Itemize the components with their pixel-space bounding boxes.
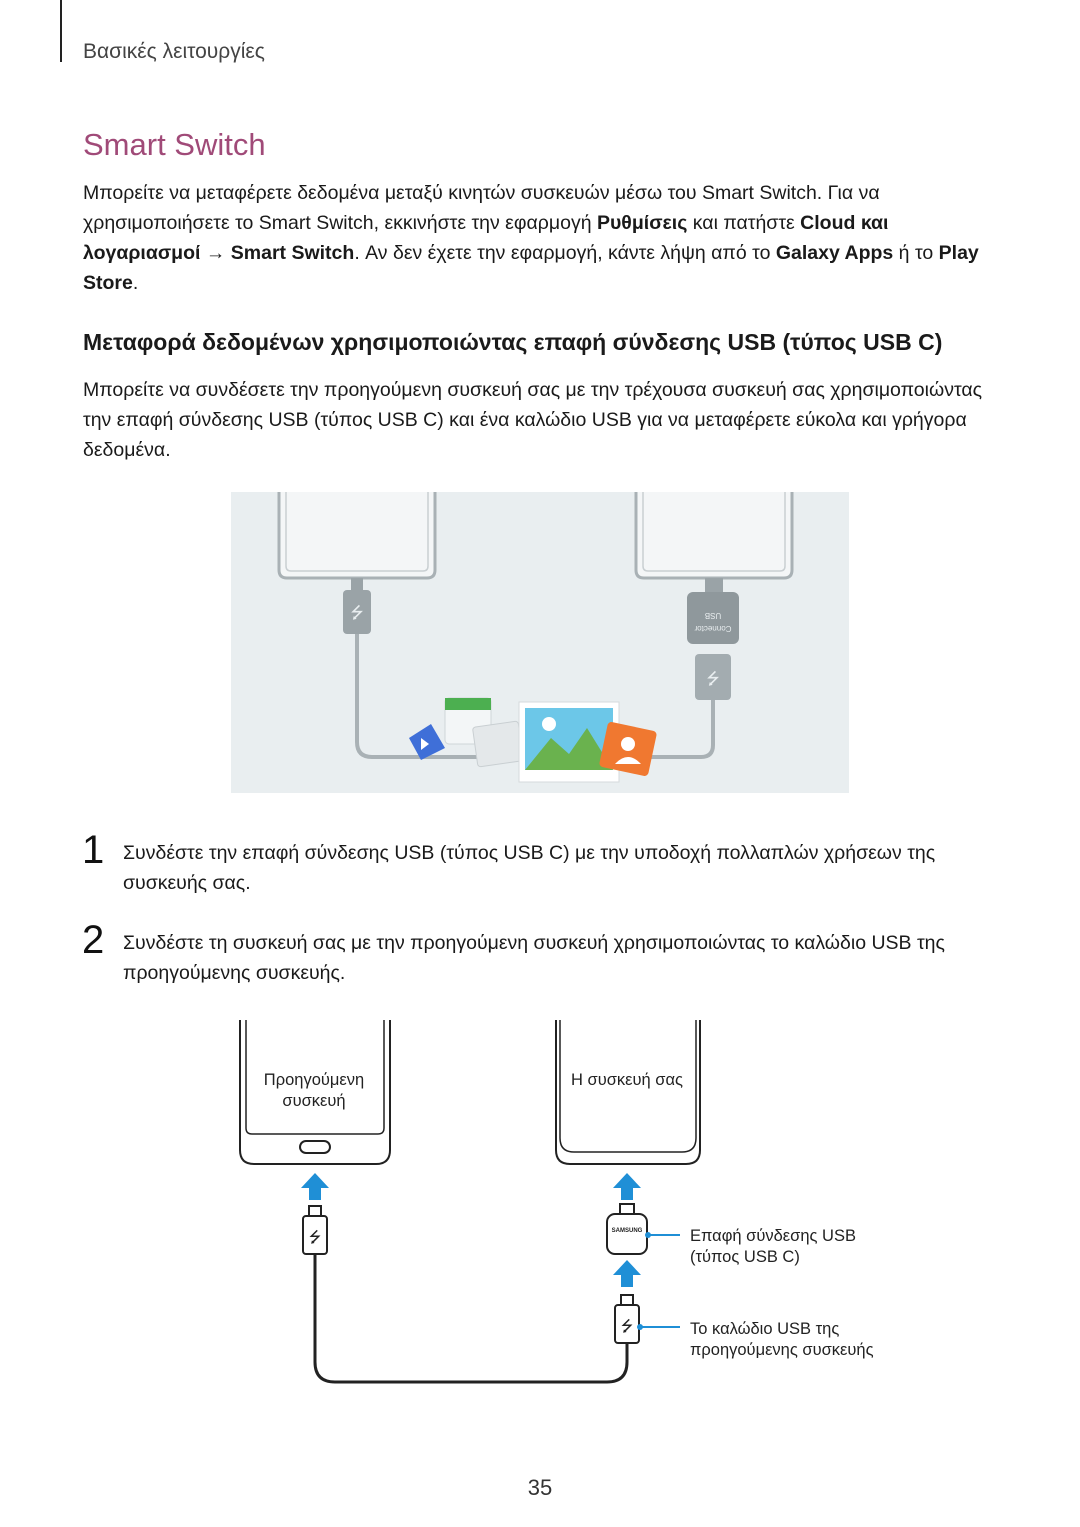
step-number: 2 [82, 918, 105, 962]
text-run: . [132, 272, 139, 294]
your-device-screen [559, 1020, 697, 1153]
description-line-3: δεδομένα. [83, 439, 171, 461]
intro-line-1: Μπορείτε να μεταφέρετε δεδομένα μεταξύ κ… [83, 182, 880, 204]
contact-icon-head [621, 737, 635, 751]
step-text-line: Συνδέστε τη συσκευή σας με την προηγούμε… [123, 932, 945, 954]
step-text: Συνδέστε τη συσκευή σας με την προηγούμε… [123, 928, 983, 988]
page-number: 35 [527, 1475, 553, 1500]
description-line-2: την επαφή σύνδεσης USB (τύπος USB C) και… [83, 409, 967, 431]
intro-paragraph: Μπορείτε να μεταφέρετε δεδομένα μεταξύ κ… [83, 178, 1003, 298]
section-name: Βασικές λειτουργίες [83, 40, 265, 63]
new-phone-usb-plug [695, 654, 731, 700]
usb-icon: ⭍ [309, 1228, 322, 1246]
menu-path-smart-switch: Smart Switch [230, 242, 355, 264]
settings-app-name: Ρυθμίσεις [596, 212, 688, 234]
connector-callout-label: Επαφή σύνδεσης USB [690, 1227, 856, 1245]
document-icon-header [445, 698, 491, 710]
cable-callout-label: προηγούμενης συσκευής [690, 1341, 874, 1359]
section-subheading: Μεταφορά δεδομένων χρησιμοποιώντας επαφή… [83, 329, 943, 355]
arrow-up-icon [613, 1260, 641, 1287]
photo-icon-hills [525, 728, 613, 770]
connector-label: USB [705, 611, 721, 620]
intro-line-2: χρησιμοποιήσετε το Smart Switch, εκκινήσ… [83, 208, 1003, 238]
step-text-line: Συνδέστε την επαφή σύνδεσης USB (τύπος U… [123, 842, 936, 864]
usb-icon: ⭍ [621, 1317, 634, 1335]
connector-label: Connector [694, 624, 731, 633]
description-line-1: Μπορείτε να συνδέσετε την προηγούμενη συ… [83, 379, 983, 401]
samsung-logo: SAMSUNG [612, 1228, 643, 1234]
old-phone-usb-plug [343, 590, 371, 634]
photo-icon-cloud [542, 717, 556, 731]
step-text: Συνδέστε την επαφή σύνδεσης USB (τύπος U… [123, 838, 983, 898]
description-paragraph: Μπορείτε να συνδέσετε την προηγούμενη συ… [83, 375, 1003, 465]
callout-dot [645, 1232, 651, 1238]
usb-icon: ⭍ [350, 603, 363, 622]
old-phone-screen [285, 492, 429, 572]
mail-icon [472, 720, 524, 768]
usb-c-connector [606, 1213, 648, 1255]
old-phone-plug-tip [351, 578, 363, 590]
arrow-text: → [200, 242, 231, 264]
home-button [299, 1140, 331, 1154]
old-phone [277, 492, 437, 580]
arrow-up-icon [613, 1173, 641, 1200]
menu-path-accounts: λογαριασμοί [83, 242, 201, 264]
usb-transfer-illustration: ⭍ USB Connector ⭍ [231, 492, 849, 793]
connector-tip [619, 1203, 635, 1215]
previous-device-outline [239, 1020, 391, 1165]
text-run: χρησιμοποιήσετε το Smart Switch, εκκινήσ… [83, 212, 597, 234]
text-run: ή το [893, 242, 939, 264]
video-play-icon [421, 738, 429, 750]
usb-connector [687, 592, 739, 644]
connector-callout-label: (τύπος USB C) [690, 1248, 800, 1266]
text-run: και πατήστε [687, 212, 801, 234]
step-text-line: συσκευής σας. [123, 872, 251, 894]
previous-device-label: Προηγούμενη [264, 1071, 364, 1089]
menu-path-cloud: Cloud και [800, 212, 889, 234]
cable-callout-label: Το καλώδιο USB της [690, 1320, 839, 1338]
connector-tip [705, 578, 723, 592]
text-run: . Αν δεν έχετε την εφαρμογή, κάντε λήψη … [354, 242, 776, 264]
store-play: Play [938, 242, 979, 264]
previous-device-screen [245, 1020, 385, 1135]
intro-line-3: λογαριασμοί → Smart Switch. Αν δεν έχετε… [83, 238, 1003, 268]
usb-plug-tip [620, 1294, 634, 1306]
usb-cable [313, 1254, 629, 1384]
store-galaxy-apps: Galaxy Apps [775, 242, 894, 264]
page-title: Smart Switch [83, 127, 266, 162]
video-icon [409, 724, 445, 760]
section-rule [60, 0, 62, 62]
step-number: 1 [82, 828, 105, 872]
previous-device-label: συσκευή [282, 1092, 345, 1110]
micro-usb-tip [308, 1205, 322, 1217]
contact-icon-body [615, 757, 641, 764]
store-play-cont: Store [83, 272, 133, 294]
step-text-line: προηγούμενης συσκευής. [123, 962, 346, 984]
intro-line-4: Store. [83, 268, 1003, 298]
new-phone [634, 492, 794, 580]
callout-dot [637, 1324, 643, 1330]
new-phone-screen [642, 492, 786, 572]
usb-icon: ⭍ [706, 669, 719, 688]
your-device-label: Η συσκευή σας [571, 1071, 683, 1089]
arrow-up-icon [301, 1173, 329, 1200]
connection-diagram: Προηγούμενη συσκευή Η συσκευή σας ⭍ SAMS… [239, 1020, 874, 1384]
your-device-outline [555, 1020, 701, 1165]
